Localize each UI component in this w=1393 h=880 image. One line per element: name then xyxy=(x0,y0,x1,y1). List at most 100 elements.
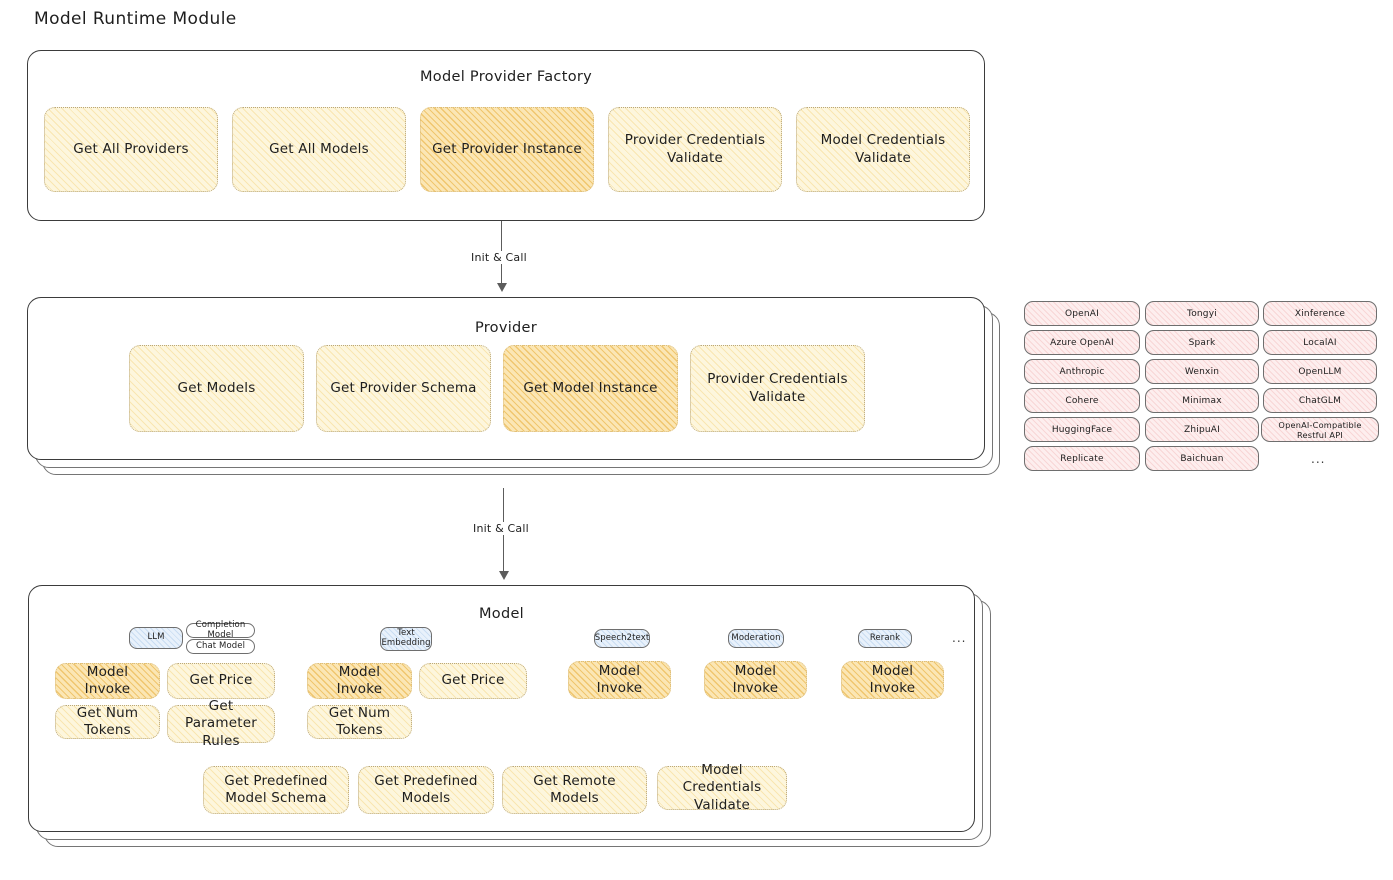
model-op-label: Get Predefined Models xyxy=(374,772,478,806)
provider-pill-zhipuai[interactable]: ZhipuAI xyxy=(1145,417,1259,442)
provider-op-provider-credentials-validate[interactable]: Provider Credentials Validate xyxy=(690,345,865,432)
rerank-op-label: Model Invoke xyxy=(869,662,916,696)
provider-pill-huggingface[interactable]: HuggingFace xyxy=(1024,417,1140,442)
speech2text-op-label: Model Invoke xyxy=(596,662,643,696)
llm-op-label: Get Num Tokens xyxy=(76,704,139,738)
model-type-pill-moderation[interactable]: Moderation xyxy=(728,629,784,648)
model-type-label: LLM xyxy=(147,632,165,643)
provider-pill-label: ZhipuAI xyxy=(1184,424,1220,435)
provider-pill-openai[interactable]: OpenAI xyxy=(1024,301,1140,326)
text-embedding-op-label: Model Invoke xyxy=(336,663,383,697)
llm-op-get-price[interactable]: Get Price xyxy=(167,663,275,699)
model-type-label: Text Embedding xyxy=(381,628,431,648)
text-embedding-op-label: Get Num Tokens xyxy=(328,704,391,738)
factory-op-get-all-models[interactable]: Get All Models xyxy=(232,107,406,192)
arrow-provider-to-model-head xyxy=(498,571,509,580)
arrow-factory-to-provider-head xyxy=(496,283,507,292)
rerank-op-model-invoke[interactable]: Model Invoke xyxy=(841,661,944,699)
provider-title: Provider xyxy=(474,320,538,336)
text-embedding-op-get-price[interactable]: Get Price xyxy=(419,663,527,699)
provider-pill-xinference[interactable]: Xinference xyxy=(1263,301,1377,326)
provider-pill-openai-compatible-restful-api[interactable]: OpenAI-Compatible Restful API xyxy=(1261,417,1379,442)
provider-pill-minimax[interactable]: Minimax xyxy=(1145,388,1259,413)
provider-pill-chatglm[interactable]: ChatGLM xyxy=(1263,388,1377,413)
provider-pill-label: Cohere xyxy=(1065,395,1099,406)
model-subtype-pill-completion-model[interactable]: Completion Model xyxy=(186,619,255,640)
model-op-get-predefined-model-schema[interactable]: Get Predefined Model Schema xyxy=(203,766,349,814)
arrow-factory-to-provider-label: Init & Call xyxy=(468,251,530,264)
factory-op-provider-credentials-validate[interactable]: Provider Credentials Validate xyxy=(608,107,782,192)
model-op-label: Model Credentials Validate xyxy=(682,762,762,813)
model-op-label: Get Predefined Model Schema xyxy=(224,772,328,806)
factory-op-get-provider-instance[interactable]: Get Provider Instance xyxy=(420,107,594,192)
provider-pill-label: Minimax xyxy=(1182,395,1222,406)
factory-op-model-credentials-validate[interactable]: Model Credentials Validate xyxy=(796,107,970,192)
provider-pill-label: Wenxin xyxy=(1184,366,1220,377)
model-type-pill-llm[interactable]: LLM xyxy=(129,627,183,649)
provider-pill-label: ChatGLM xyxy=(1298,395,1342,406)
provider-op-label: Provider Credentials Validate xyxy=(707,371,848,405)
factory-op-get-all-providers[interactable]: Get All Providers xyxy=(44,107,218,192)
model-type-pill-text-embedding[interactable]: Text Embedding xyxy=(380,627,432,651)
provider-pill-label: Azure OpenAI xyxy=(1050,337,1114,348)
model-type-pill-speech2text[interactable]: Speech2text xyxy=(594,629,650,648)
page-title: Model Runtime Module xyxy=(34,9,237,29)
model-op-model-credentials-validate[interactable]: Model Credentials Validate xyxy=(657,762,787,813)
model-title: Model xyxy=(478,606,525,622)
llm-op-get-num-tokens[interactable]: Get Num Tokens xyxy=(55,705,160,739)
provider-pill-label: OpenAI-Compatible Restful API xyxy=(1278,419,1362,440)
provider-pill-label: LocalAI xyxy=(1303,337,1337,348)
model-type-label: Moderation xyxy=(731,632,781,643)
model-types-more-indicator: ... xyxy=(952,631,967,645)
model-type-pill-rerank[interactable]: Rerank xyxy=(858,629,912,648)
provider-pill-label: OpenAI xyxy=(1064,308,1100,319)
speech2text-op-model-invoke[interactable]: Model Invoke xyxy=(568,661,671,699)
provider-pill-tongyi[interactable]: Tongyi xyxy=(1145,301,1259,326)
provider-pill-label: Baichuan xyxy=(1180,453,1224,464)
provider-pill-openllm[interactable]: OpenLLM xyxy=(1263,359,1377,384)
provider-pill-azure-openai[interactable]: Azure OpenAI xyxy=(1024,330,1140,355)
provider-op-get-models[interactable]: Get Models xyxy=(129,345,304,432)
provider-pill-label: HuggingFace xyxy=(1051,424,1113,435)
provider-pill-label: Tongyi xyxy=(1187,308,1217,319)
arrow-provider-to-model-label: Init & Call xyxy=(470,522,532,535)
model-op-get-remote-models[interactable]: Get Remote Models xyxy=(502,766,647,814)
provider-op-label: Get Models xyxy=(177,379,256,396)
model-subtype-label: Completion Model xyxy=(195,619,246,640)
provider-op-label: Get Provider Schema xyxy=(330,379,477,396)
factory-op-label: Provider Credentials Validate xyxy=(624,132,766,166)
factory-op-label: Get Provider Instance xyxy=(432,140,582,157)
provider-list-more-indicator: ... xyxy=(1311,452,1326,466)
model-type-label: Speech2text xyxy=(594,632,650,643)
model-subtype-pill-chat-model[interactable]: Chat Model xyxy=(186,639,255,654)
provider-pill-baichuan[interactable]: Baichuan xyxy=(1145,446,1259,471)
text-embedding-op-model-invoke[interactable]: Model Invoke xyxy=(307,663,412,699)
factory-op-label: Get All Providers xyxy=(73,140,189,157)
provider-pill-wenxin[interactable]: Wenxin xyxy=(1145,359,1259,384)
llm-op-model-invoke[interactable]: Model Invoke xyxy=(55,663,160,699)
provider-pill-label: Xinference xyxy=(1294,308,1346,319)
moderation-op-model-invoke[interactable]: Model Invoke xyxy=(704,661,807,699)
model-subtype-label: Chat Model xyxy=(195,640,246,651)
provider-pill-label: Replicate xyxy=(1060,453,1104,464)
text-embedding-op-get-num-tokens[interactable]: Get Num Tokens xyxy=(307,705,412,739)
provider-pill-cohere[interactable]: Cohere xyxy=(1024,388,1140,413)
factory-op-label: Model Credentials Validate xyxy=(820,132,946,166)
provider-pill-replicate[interactable]: Replicate xyxy=(1024,446,1140,471)
llm-op-label: Model Invoke xyxy=(84,663,131,697)
provider-pill-spark[interactable]: Spark xyxy=(1145,330,1259,355)
llm-op-label: Get Parameter Rules xyxy=(184,698,258,749)
provider-pill-label: Anthropic xyxy=(1059,366,1105,377)
provider-pill-localai[interactable]: LocalAI xyxy=(1263,330,1377,355)
llm-op-get-parameter-rules[interactable]: Get Parameter Rules xyxy=(167,698,275,749)
factory-op-label: Get All Models xyxy=(269,140,369,157)
model-op-get-predefined-models[interactable]: Get Predefined Models xyxy=(358,766,494,814)
model-type-label: Rerank xyxy=(869,632,901,643)
provider-pill-label: Spark xyxy=(1188,337,1216,348)
provider-op-get-model-instance[interactable]: Get Model Instance xyxy=(503,345,678,432)
provider-pill-label: OpenLLM xyxy=(1298,366,1342,377)
text-embedding-op-label: Get Price xyxy=(441,672,505,689)
provider-pill-anthropic[interactable]: Anthropic xyxy=(1024,359,1140,384)
provider-op-get-provider-schema[interactable]: Get Provider Schema xyxy=(316,345,491,432)
